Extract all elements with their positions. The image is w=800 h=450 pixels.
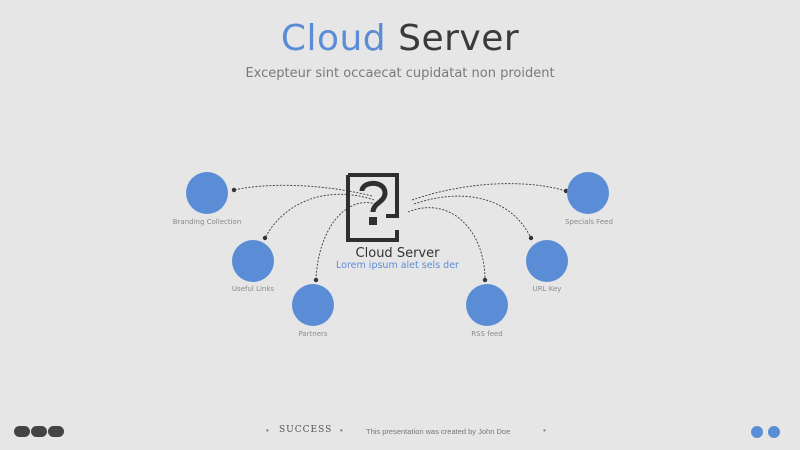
node-partners[interactable]	[292, 284, 334, 326]
page-title: Cloud Server	[0, 18, 800, 59]
endpoint-dot	[482, 277, 488, 283]
page-subtitle: Excepteur sint occaecat cupidatat non pr…	[245, 66, 555, 81]
node-url-key[interactable]	[526, 240, 568, 282]
connector-url	[413, 195, 532, 239]
footer-bullet: •	[543, 426, 546, 435]
connector-rss	[407, 207, 486, 281]
connector-links	[264, 193, 375, 239]
connector-specials	[411, 183, 567, 201]
nav-dot[interactable]	[31, 426, 47, 437]
node-label: RSS feed	[471, 330, 503, 338]
node-specials-feed[interactable]	[567, 172, 609, 214]
footer: • SUCCESS • This presentation was create…	[0, 422, 800, 442]
nav-dot[interactable]	[751, 426, 763, 438]
node-label: Branding Collection	[172, 218, 242, 226]
nav-dot[interactable]	[48, 426, 64, 437]
node-label: URL Key	[532, 285, 562, 293]
endpoint-dot	[528, 235, 534, 241]
endpoint-dot	[231, 187, 237, 193]
node-label: Partners	[298, 330, 328, 338]
node-label: Useful Links	[231, 285, 275, 293]
title-accent: Cloud	[280, 18, 387, 59]
node-branding-collection[interactable]	[186, 172, 228, 214]
connector-partners	[315, 202, 377, 281]
center-title: Cloud Server	[355, 246, 440, 261]
endpoint-dot	[313, 277, 319, 283]
footer-credit: This presentation was created by John Do…	[366, 427, 511, 436]
connector-branding	[233, 184, 373, 197]
nav-dot[interactable]	[768, 426, 780, 438]
center-subtitle: Lorem ipsum alet sels der	[336, 260, 459, 271]
footer-brand: SUCCESS	[279, 425, 333, 435]
endpoint-dot	[262, 235, 268, 241]
title-rest: Server	[398, 18, 520, 59]
footer-bullet: •	[266, 426, 269, 435]
node-label: Specials Feed	[565, 218, 613, 226]
question-document-icon	[346, 173, 399, 242]
nav-dot[interactable]	[14, 426, 30, 437]
node-rss-feed[interactable]	[466, 284, 508, 326]
footer-bullet: •	[340, 426, 343, 435]
node-useful-links[interactable]	[232, 240, 274, 282]
